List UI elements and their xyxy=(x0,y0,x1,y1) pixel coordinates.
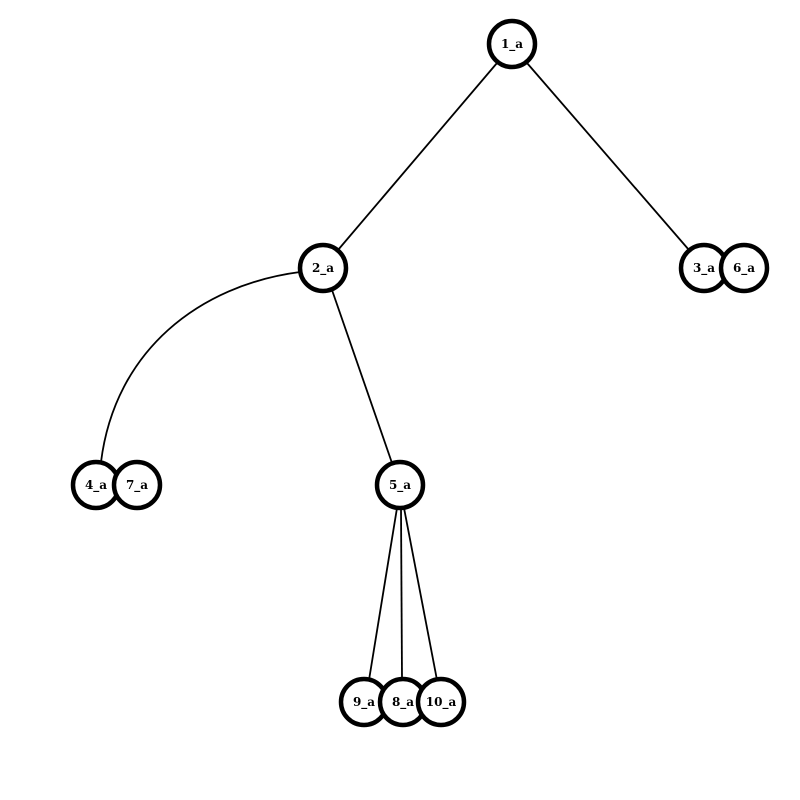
edge-5_a-to-8_a xyxy=(400,507,403,680)
node-6_a[interactable]: 6_a xyxy=(718,242,770,294)
edge-2_a-to-4_a xyxy=(100,271,301,463)
node-label: 1_a xyxy=(501,37,523,52)
node-label: 6_a xyxy=(733,261,755,276)
node-7_a[interactable]: 7_a xyxy=(111,459,163,511)
node-label: 8_a xyxy=(392,695,414,710)
edge-5_a-to-9_a xyxy=(368,507,398,681)
node-label: 7_a xyxy=(126,478,148,493)
node-4_a[interactable]: 4_a xyxy=(70,459,122,511)
node-circle xyxy=(486,18,538,70)
node-circle xyxy=(415,676,467,728)
node-label: 9_a xyxy=(353,695,375,710)
node-label: 5_a xyxy=(389,478,411,493)
node-5_a[interactable]: 5_a xyxy=(374,459,426,511)
edge-1_a-to-2_a xyxy=(337,62,498,251)
node-10_a[interactable]: 10_a xyxy=(415,676,467,728)
node-circle xyxy=(111,459,163,511)
node-circle xyxy=(297,242,349,294)
edge-2_a-to-5_a xyxy=(331,289,393,464)
edge-5_a-to-10_a xyxy=(403,507,438,681)
node-label: 10_a xyxy=(426,695,457,710)
node-circle xyxy=(718,242,770,294)
edge-1_a-to-3_a xyxy=(526,62,690,251)
edges-layer xyxy=(100,62,690,681)
node-3_a[interactable]: 3_a xyxy=(678,242,730,294)
node-1_a[interactable]: 1_a xyxy=(486,18,538,70)
nodes-layer: 1_a 2_a 3_a 6_a 4_a 7_a 5_a 9_a 8_a 10_a xyxy=(70,18,770,728)
node-circle xyxy=(374,459,426,511)
node-label: 3_a xyxy=(693,261,715,276)
node-2_a[interactable]: 2_a xyxy=(297,242,349,294)
node-label: 2_a xyxy=(312,261,334,276)
node-8_a[interactable]: 8_a xyxy=(377,676,429,728)
node-label: 4_a xyxy=(85,478,107,493)
